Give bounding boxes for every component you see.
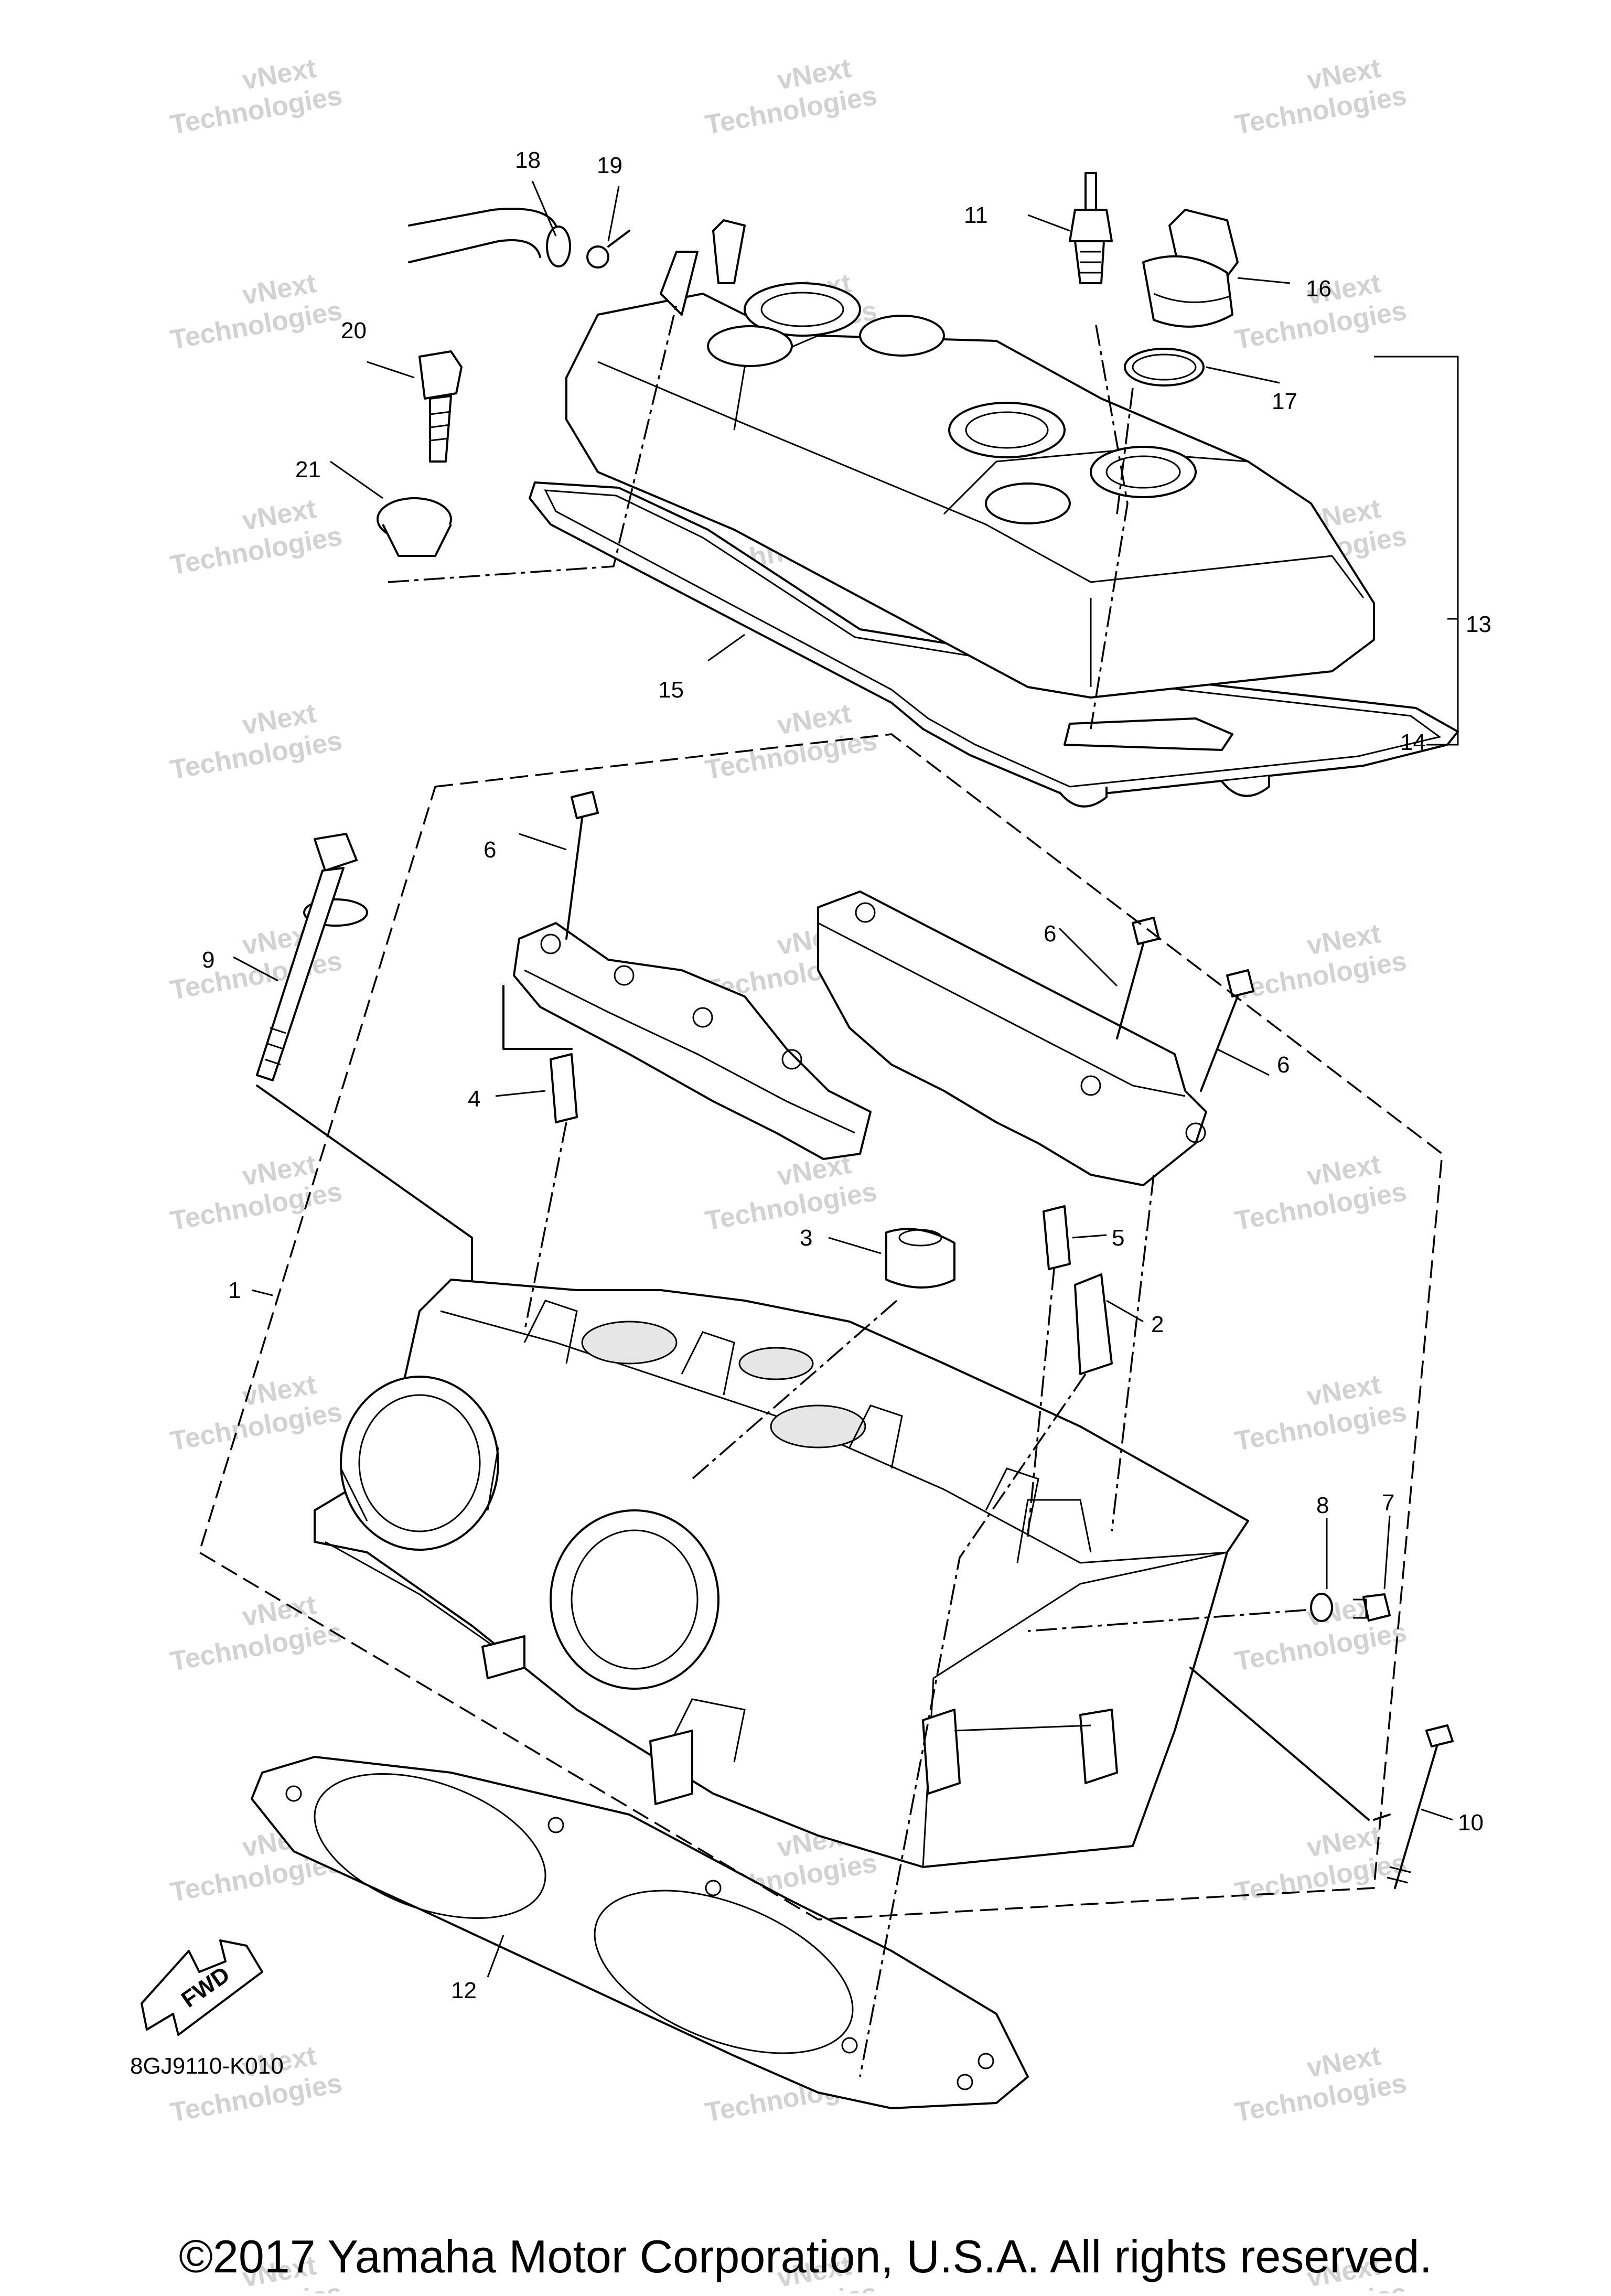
callout-8: 8: [1316, 1493, 1329, 1518]
dowels-and-plugs: [550, 1053, 1113, 1375]
callout-20: 20: [341, 318, 367, 344]
oil-filler-cap: [1124, 209, 1239, 387]
callout-6a: 6: [484, 837, 496, 863]
callout-numbers: 18 19 11 16 17 20 21 13 15 14 6 6 6 9 4 …: [202, 147, 1491, 2003]
valve-cover-assembly: [529, 219, 1459, 808]
fwd-arrow-icon: FWD: [141, 1939, 263, 2036]
cover-bolt-and-grommet: [377, 350, 463, 557]
plug-and-gasket: [1310, 1593, 1391, 1622]
cylinder-head-bolt: [256, 833, 368, 1081]
callout-13: 13: [1466, 611, 1491, 637]
copyright-notice: ©2017 Yamaha Motor Corporation, U.S.A. A…: [179, 2230, 1432, 2282]
callout-1: 1: [228, 1278, 241, 1303]
callout-15: 15: [658, 677, 684, 703]
callout-12: 12: [451, 1978, 477, 2003]
callout-21: 21: [295, 457, 321, 482]
callout-leaders: [233, 180, 1459, 1978]
callout-4: 4: [468, 1086, 480, 1112]
callout-17: 17: [1272, 389, 1297, 414]
assembly-boundaries: [198, 304, 1443, 2077]
callout-16: 16: [1306, 276, 1331, 302]
callout-18: 18: [515, 147, 541, 173]
callout-3: 3: [800, 1225, 812, 1251]
callout-6c: 6: [1277, 1052, 1290, 1078]
callout-5: 5: [1112, 1225, 1124, 1251]
callout-11: 11: [964, 202, 988, 228]
callout-10: 10: [1458, 1810, 1484, 1836]
callout-6b: 6: [1044, 921, 1056, 947]
callout-2: 2: [1151, 1312, 1164, 1337]
head-bolt-long: [1387, 1724, 1454, 1889]
breather-hose: [408, 208, 630, 269]
callout-14: 14: [1400, 729, 1426, 755]
callout-7: 7: [1382, 1490, 1394, 1516]
diagram-code: 8GJ9110-K010: [130, 2053, 284, 2079]
callout-9: 9: [202, 947, 214, 973]
camshaft-caps: [513, 890, 1207, 1186]
cylinder-head: [314, 1279, 1249, 1868]
camshaft-cap-bolts: [565, 791, 1254, 1092]
callout-19: 19: [597, 153, 622, 178]
head-gasket: [251, 1756, 1029, 2109]
spark-plug: [1069, 172, 1113, 284]
